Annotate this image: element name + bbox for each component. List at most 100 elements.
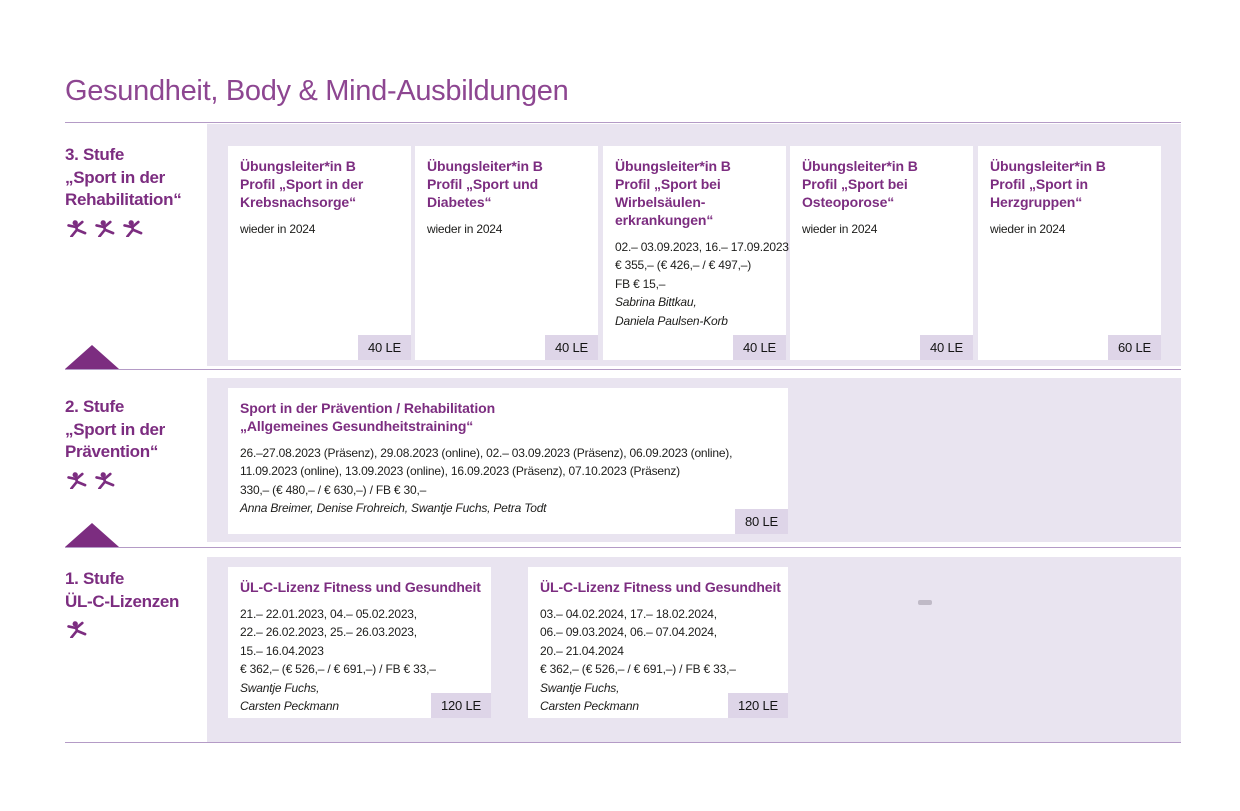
learning-units-badge: 40 LE — [920, 335, 973, 360]
stage-divider-line-upper — [65, 369, 1181, 370]
course-card: Übungsleiter*in B Profil „Sport und Diab… — [415, 146, 598, 360]
course-info-line: 21.– 22.01.2023, 04.– 05.02.2023, — [240, 607, 417, 621]
course-info-line: 06.– 09.03.2024, 06.– 07.04.2024, — [540, 625, 717, 640]
course-body: wieder in 2024 — [802, 220, 961, 238]
course-info-line: € 355,– (€ 426,– / € 497,–) — [615, 258, 752, 273]
learning-units-badge: 80 LE — [735, 509, 788, 534]
course-title-line: „Allgemeines Gesundheitstraining“ — [240, 418, 474, 434]
course-title-line: erkrankungen“ — [615, 212, 714, 228]
course-trainer-line: Anna Breimer, Denise Frohreich, Swantje … — [240, 501, 547, 516]
course-card: ÜL-C-Lizenz Fitness und Gesundheit 03.– … — [528, 567, 788, 718]
course-info-line: € 362,– (€ 526,– / € 691,–) / FB € 33,– — [540, 662, 736, 677]
learning-units-badge: 40 LE — [545, 335, 598, 360]
course-card: Sport in der Prävention / Rehabilitation… — [228, 388, 788, 534]
course-body: 26.–27.08.2023 (Präsenz), 29.08.2023 (on… — [240, 444, 776, 518]
course-title-line: Osteoporose“ — [802, 194, 895, 210]
course-body: 21.– 22.01.2023, 04.– 05.02.2023, 22.– 2… — [240, 605, 479, 715]
stage-3-label: 3. Stufe „Sport in der Rehabilitation“ — [65, 144, 207, 237]
course-trainer-line: Carsten Peckmann — [240, 699, 339, 714]
course-title-line: Profil „Sport bei — [615, 176, 721, 192]
stage-label-line: „Sport in der — [65, 419, 165, 439]
course-title-line: ÜL-C-Lizenz Fitness und Gesundheit — [540, 579, 781, 595]
course-title-line: Übungsleiter*in B — [615, 158, 731, 174]
course-title: Übungsleiter*in B Profil „Sport und Diab… — [427, 157, 586, 211]
bottom-divider-line — [65, 742, 1181, 743]
up-triangle-icon — [65, 523, 119, 547]
up-triangle-icon — [65, 345, 119, 369]
stage-1-panel: ÜL-C-Lizenz Fitness und Gesundheit 21.– … — [207, 557, 1181, 742]
course-title-line: Diabetes“ — [427, 194, 492, 210]
course-info-line: 15.– 16.04.2023 — [240, 643, 324, 658]
course-title: Sport in der Prävention / Rehabilitation… — [240, 399, 776, 435]
course-trainer-line: Daniela Paulsen-Korb — [615, 313, 728, 328]
learning-units-badge: 60 LE — [1108, 335, 1161, 360]
course-info-line: 330,– (€ 480,– / € 630,–) / FB € 30,– — [240, 482, 427, 497]
course-card: ÜL-C-Lizenz Fitness und Gesundheit 21.– … — [228, 567, 491, 718]
course-title-line: Krebsnachsorge“ — [240, 194, 356, 210]
course-title: ÜL-C-Lizenz Fitness und Gesundheit — [240, 578, 481, 596]
course-info-line: 03.– 04.02.2024, 17.– 18.02.2024, — [540, 607, 717, 621]
course-info-line: 20.– 21.04.2024 — [540, 643, 624, 658]
course-card: Übungsleiter*in B Profil „Sport bei Oste… — [790, 146, 973, 360]
course-title-line: Sport in der Prävention / Rehabilitation — [240, 400, 496, 416]
course-body: 02.– 03.09.2023, 16.– 17.09.2023 € 355,–… — [615, 238, 789, 330]
page-title: Gesundheit, Body & Mind-Ausbildungen — [65, 75, 569, 108]
course-body: wieder in 2024 — [427, 220, 586, 238]
course-title-line: Herzgruppen“ — [990, 194, 1083, 210]
course-info-line: wieder in 2024 — [802, 222, 878, 236]
course-title-line: Wirbelsäulen- — [615, 194, 706, 210]
course-trainer-line: Swantje Fuchs, — [540, 680, 620, 695]
course-title-line: Übungsleiter*in B — [802, 158, 918, 174]
course-title-line: Übungsleiter*in B — [990, 158, 1106, 174]
person-icon — [65, 620, 88, 638]
course-body: wieder in 2024 — [240, 220, 399, 238]
course-body: wieder in 2024 — [990, 220, 1149, 238]
course-info-line: 02.– 03.09.2023, 16.– 17.09.2023 — [615, 240, 789, 254]
stage-2-label: 2. Stufe „Sport in der Prävention“ — [65, 396, 207, 489]
stage-1-label: 1. Stufe ÜL-C-Lizenzen — [65, 568, 207, 638]
course-info-line: 26.–27.08.2023 (Präsenz), 29.08.2023 (on… — [240, 446, 733, 460]
course-title-line: Übungsleiter*in B — [427, 158, 543, 174]
course-title-line: Profil „Sport bei — [802, 176, 908, 192]
stage-divider-line-lower — [65, 547, 1181, 548]
learning-units-badge: 120 LE — [727, 693, 788, 718]
course-info-line: € 362,– (€ 526,– / € 691,–) / FB € 33,– — [240, 662, 436, 677]
course-title: Übungsleiter*in B Profil „Sport bei Oste… — [802, 157, 961, 211]
course-info-line: 11.09.2023 (online), 13.09.2023 (online)… — [240, 464, 680, 479]
course-title: Übungsleiter*in B Profil „Sport in der K… — [240, 157, 399, 211]
stage-label-line: 3. Stufe — [65, 145, 125, 164]
stage-2-panel: Sport in der Prävention / Rehabilitation… — [207, 378, 1181, 542]
course-trainer-line: Sabrina Bittkau, — [615, 295, 697, 310]
person-icon — [65, 471, 88, 489]
course-title-line: Profil „Sport und — [427, 176, 539, 192]
stage-label-line: 2. Stufe — [65, 397, 125, 416]
stage-label-line: ÜL-C-Lizenzen — [65, 591, 180, 611]
course-title: Übungsleiter*in B Profil „Sport bei Wirb… — [615, 157, 774, 229]
course-info-line: wieder in 2024 — [990, 222, 1066, 236]
top-divider-line — [65, 122, 1181, 123]
stage-3-icons — [65, 219, 207, 237]
course-info-line: FB € 15,– — [615, 276, 666, 291]
print-artifact — [918, 600, 932, 605]
learning-units-badge: 40 LE — [733, 335, 786, 360]
course-info-line: wieder in 2024 — [240, 222, 316, 236]
stage-2-icons — [65, 471, 207, 489]
course-trainer-line: Swantje Fuchs, — [240, 680, 320, 695]
course-title-line: Profil „Sport in — [990, 176, 1088, 192]
stage-3-panel: Übungsleiter*in B Profil „Sport in der K… — [207, 124, 1181, 366]
stage-label-line: Prävention“ — [65, 442, 159, 461]
course-info-line: 22.– 26.02.2023, 25.– 26.03.2023, — [240, 625, 417, 640]
person-icon — [65, 219, 88, 237]
course-info-line: wieder in 2024 — [427, 222, 503, 236]
course-card: Übungsleiter*in B Profil „Sport in der K… — [228, 146, 411, 360]
course-card: Übungsleiter*in B Profil „Sport bei Wirb… — [603, 146, 789, 360]
learning-units-badge: 40 LE — [358, 335, 411, 360]
stage-label-line: 1. Stufe — [65, 569, 125, 588]
course-card: Übungsleiter*in B Profil „Sport in Herzg… — [978, 146, 1161, 360]
course-title-line: ÜL-C-Lizenz Fitness und Gesundheit — [240, 579, 481, 595]
stage-label-line: Rehabilitation“ — [65, 190, 182, 209]
course-title: ÜL-C-Lizenz Fitness und Gesundheit — [540, 578, 781, 596]
course-title: Übungsleiter*in B Profil „Sport in Herzg… — [990, 157, 1149, 211]
course-trainer-line: Carsten Peckmann — [540, 699, 639, 714]
person-icon — [93, 471, 116, 489]
